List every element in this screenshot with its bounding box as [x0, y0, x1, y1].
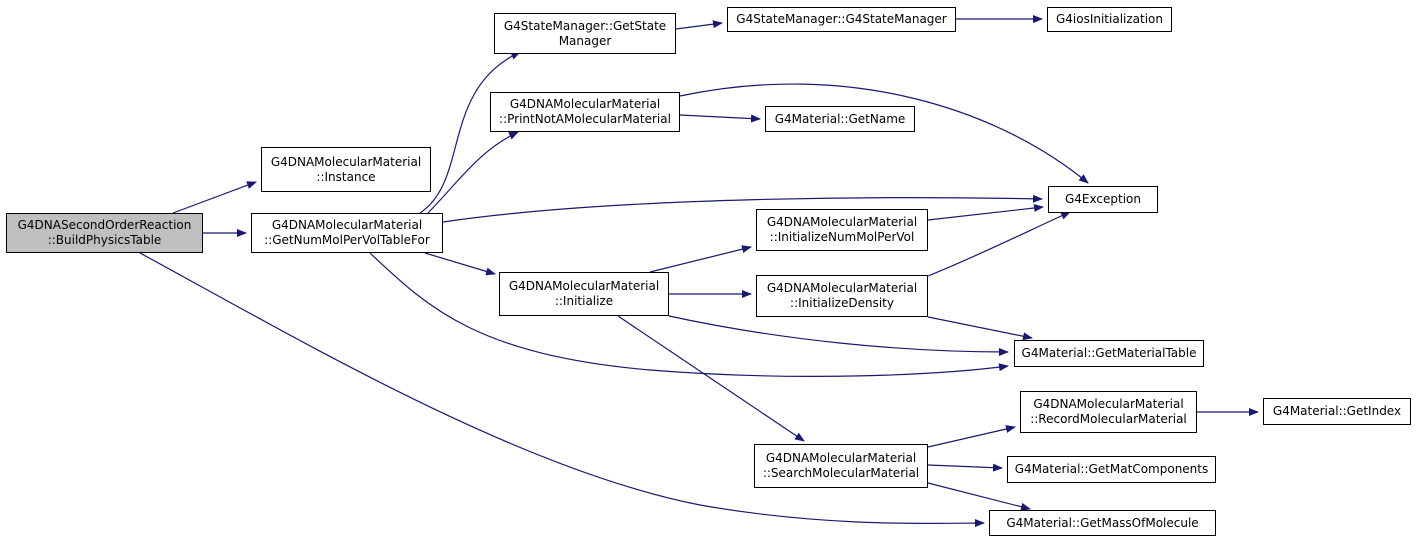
node-get-mass-of-molecule[interactable]: G4Material::GetMassOfMolecule [989, 510, 1216, 536]
node-get-material-table[interactable]: G4Material::GetMaterialTable [1014, 340, 1204, 367]
node-label-line: G4DNAMolecularMaterial [508, 279, 660, 293]
node-g4-exception[interactable]: G4Exception [1048, 186, 1158, 213]
edge-initialize-initnummol [649, 245, 752, 273]
node-label-line: Manager [558, 33, 612, 48]
node-label-line: ::InitializeNumMolPerVol [769, 230, 915, 244]
edge-initdensity-exception [927, 211, 1071, 277]
node-label-line: G4Material::GetMaterialTable [1021, 346, 1197, 360]
edge-initdensity-mattable [927, 316, 1033, 341]
edge-initialize-mattable [668, 315, 1009, 356]
edge-getstatemgr-statemgr [675, 20, 723, 30]
edge-build-instance [172, 181, 257, 214]
edge-search-massmol [927, 482, 1031, 511]
node-g4-state-manager[interactable]: G4StateManager::G4StateManager [727, 7, 956, 32]
edge-getnummol-printnot [427, 131, 519, 214]
node-label-line: G4DNASecondOrderReaction [17, 218, 192, 232]
edge-initialize-search [617, 315, 805, 442]
node-initialize-density[interactable]: G4DNAMolecularMaterial::InitializeDensit… [756, 275, 928, 317]
node-print-not-a-molecular-material[interactable]: G4DNAMolecularMaterial::PrintNotAMolecul… [490, 92, 680, 132]
node-label-line: ::RecordMolecularMaterial [1030, 412, 1187, 426]
edge-getnummol-mattable [369, 252, 1009, 377]
node-label-line: ::Instance [316, 169, 376, 184]
node-record-molecular-material[interactable]: G4DNAMolecularMaterial::RecordMolecularM… [1020, 391, 1197, 433]
node-label-line: G4DNAMolecularMaterial [1033, 397, 1184, 411]
node-instance[interactable]: G4DNAMolecularMaterial::Instance [261, 147, 431, 192]
edge-printnot-getname [679, 114, 761, 123]
node-initialize-num-mol-per-vol[interactable]: G4DNAMolecularMaterial::InitializeNumMol… [756, 209, 928, 251]
node-label-line: G4iosInitialization [1055, 12, 1164, 26]
node-label-line: G4Material::GetName [774, 111, 906, 126]
edge-getnummol-exception [442, 194, 1043, 223]
node-label-line: G4Material::GetMassOfMolecule [1006, 515, 1199, 530]
node-label-line: ::InitializeDensity [790, 296, 894, 310]
node-label-line: G4Material::GetIndex [1272, 404, 1402, 418]
node-initialize[interactable]: G4DNAMolecularMaterial::Initialize [499, 272, 669, 316]
edge-getnummol-initialize [424, 252, 496, 276]
node-label-line: ::PrintNotAMolecularMaterial [499, 112, 671, 126]
node-get-name[interactable]: G4Material::GetName [765, 106, 915, 132]
edge-build-massmol [139, 252, 985, 528]
node-g4ios-initialization[interactable]: G4iosInitialization [1047, 7, 1172, 32]
node-label-line: G4DNAMolecularMaterial [270, 154, 422, 169]
node-get-mat-components[interactable]: G4Material::GetMatComponents [1007, 456, 1216, 483]
edge-printnot-exception [679, 83, 1089, 184]
node-label-line: G4Material::GetMatComponents [1014, 462, 1209, 476]
node-label-line: G4DNAMolecularMaterial [766, 215, 918, 229]
node-get-index[interactable]: G4Material::GetIndex [1263, 398, 1411, 425]
node-get-num-mol-per-vol-table-for[interactable]: G4DNAMolecularMaterial::GetNumMolPerVolT… [251, 213, 443, 253]
edge-getnummol-getstatemgr [419, 51, 521, 214]
node-label-line: G4DNAMolecularMaterial [271, 218, 423, 232]
node-label-line: G4StateManager::G4StateManager [736, 12, 947, 26]
node-label-line: ::GetNumMolPerVolTableFor [264, 233, 430, 247]
node-label-line: G4DNAMolecularMaterial [765, 451, 917, 465]
node-build-physics-table: G4DNASecondOrderReaction::BuildPhysicsTa… [6, 213, 203, 253]
node-label-line: ::BuildPhysicsTable [47, 233, 162, 247]
node-label-line: G4DNAMolecularMaterial [509, 97, 661, 111]
edge-search-matcomp [927, 463, 1003, 472]
node-label-line: G4DNAMolecularMaterial [766, 281, 918, 295]
node-label-line: ::Initialize [554, 294, 614, 308]
edge-initnummol-exception [927, 204, 1044, 221]
node-search-molecular-material[interactable]: G4DNAMolecularMaterial::SearchMolecularM… [754, 444, 928, 488]
node-label-line: G4StateManager::GetState [503, 18, 667, 33]
node-label-line: ::SearchMolecularMaterial [762, 466, 920, 480]
edge-search-record [927, 425, 1016, 448]
node-label-line: G4Exception [1065, 192, 1141, 206]
